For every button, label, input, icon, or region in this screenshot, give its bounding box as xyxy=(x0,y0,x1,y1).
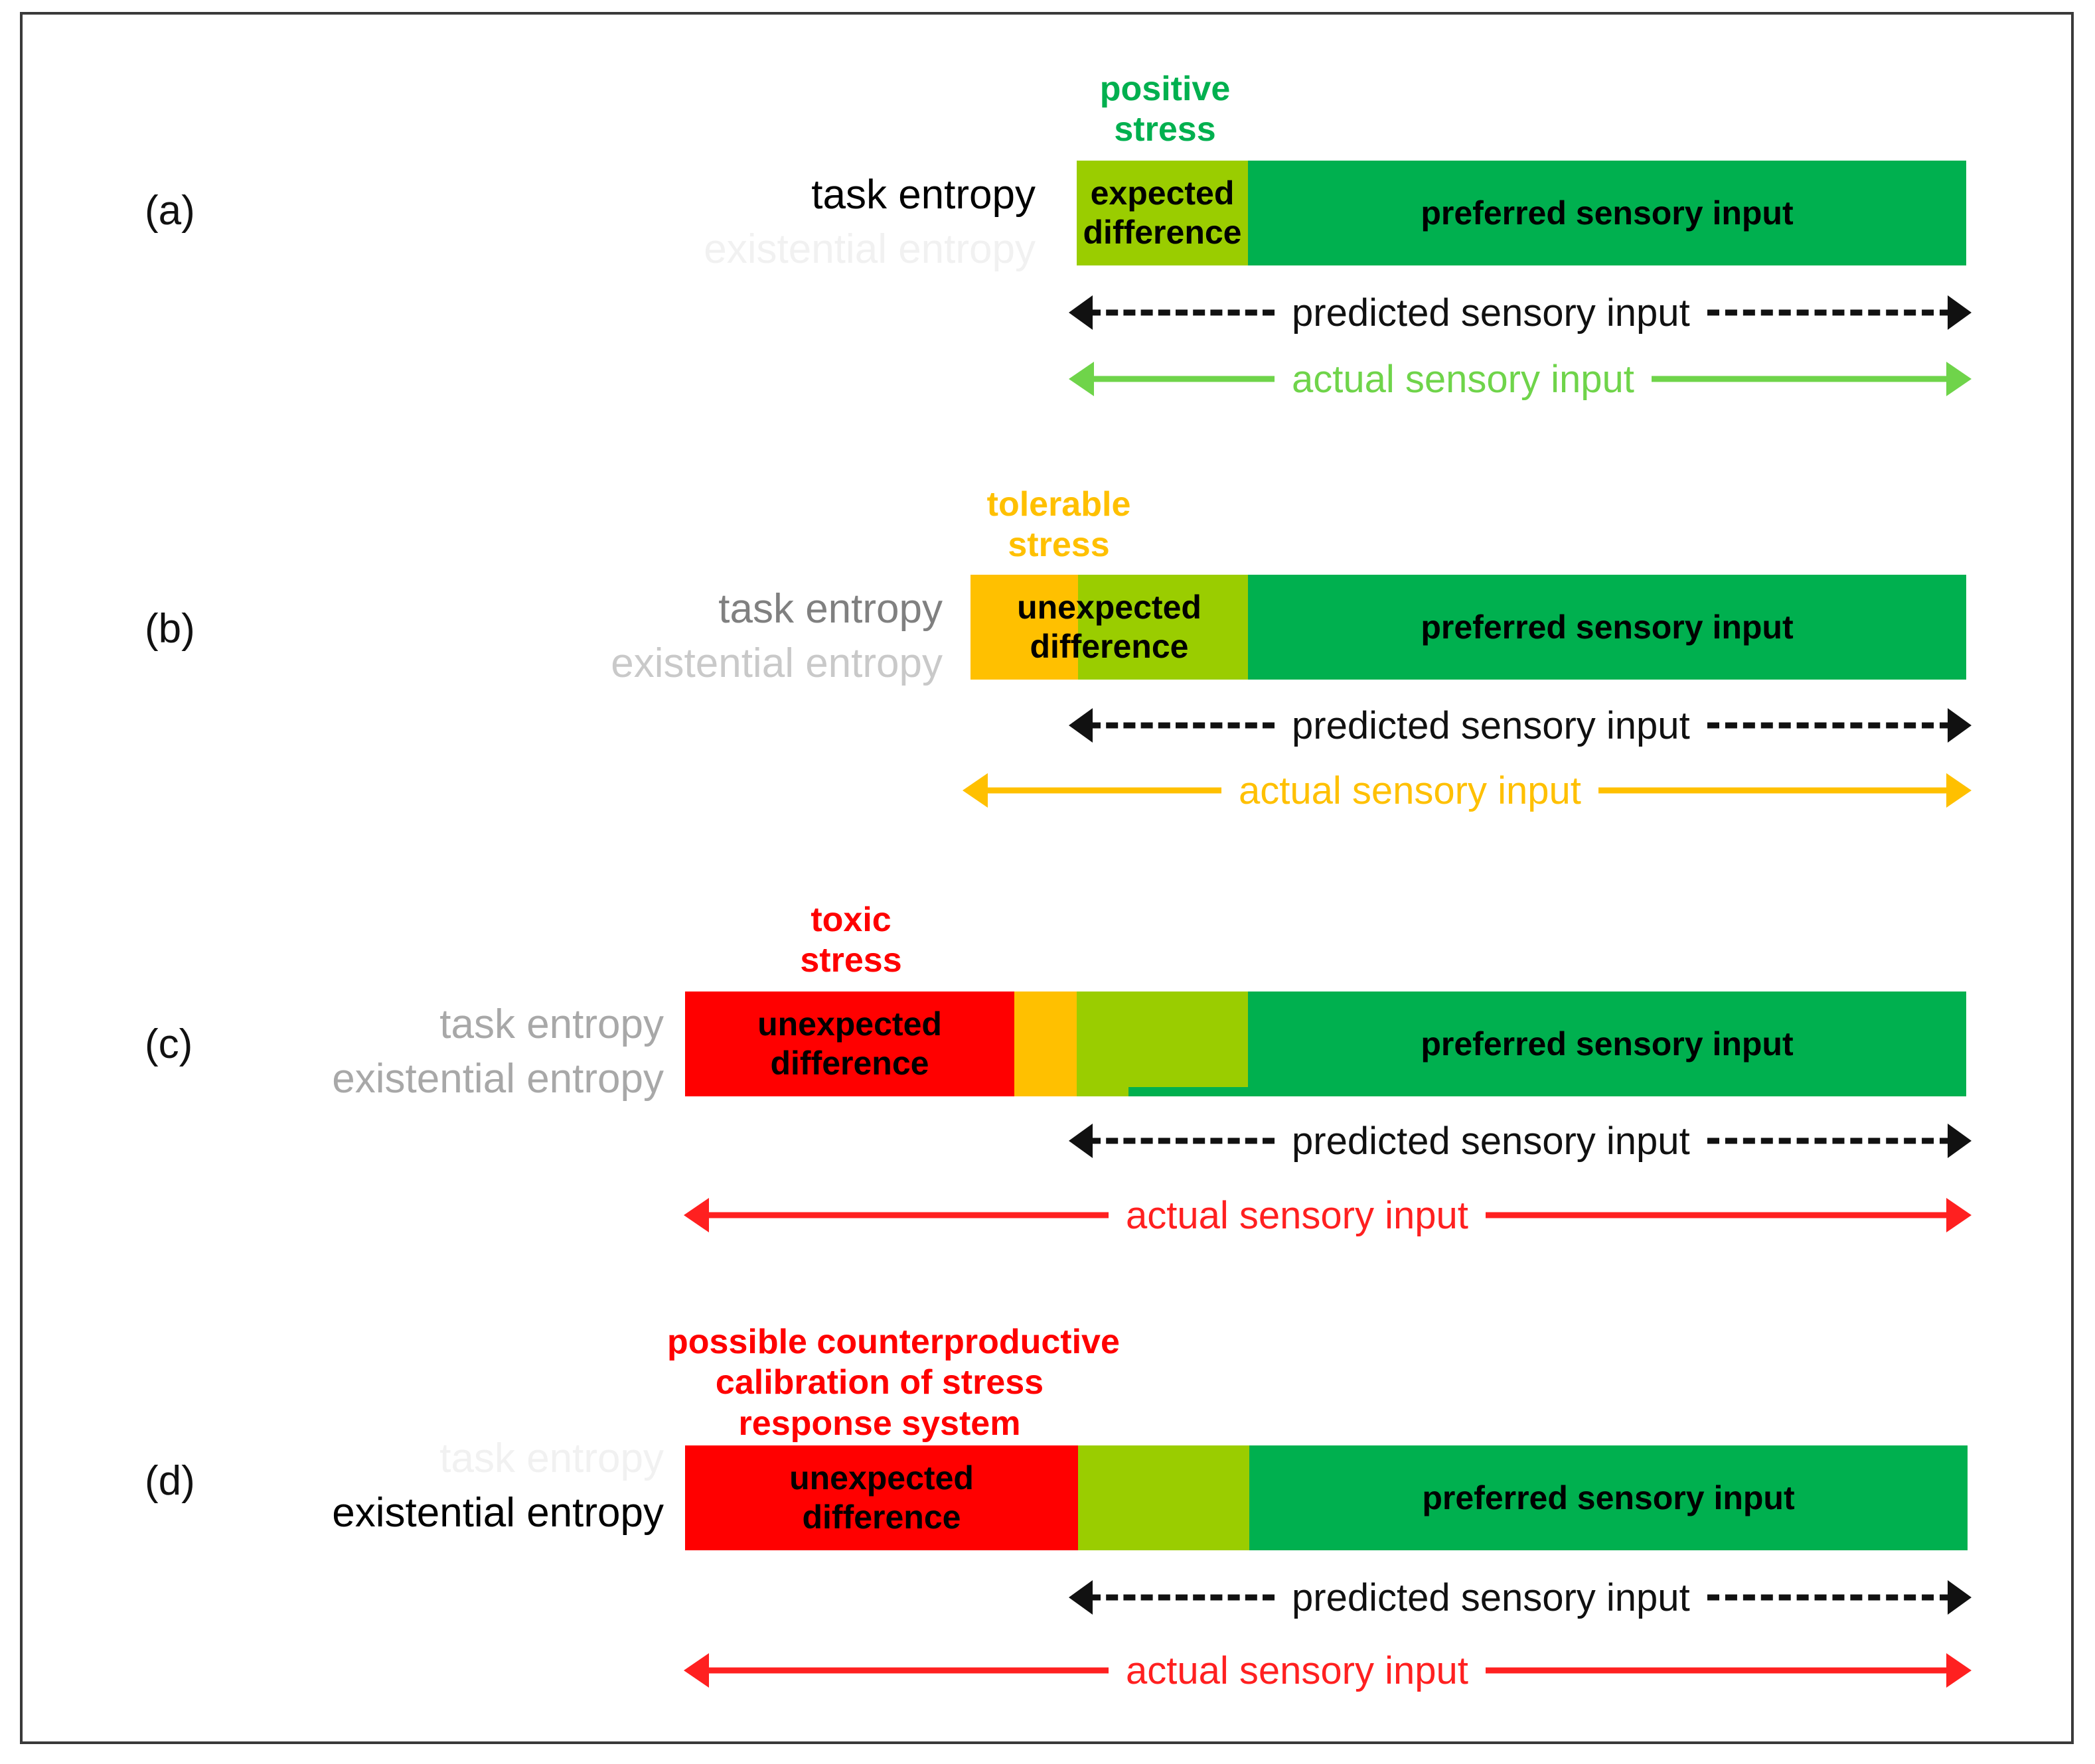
segment-unexpected-difference-b-green xyxy=(1078,575,1248,680)
segment-unexpected-difference-d: unexpected difference xyxy=(685,1445,1078,1550)
arrow-head-left-icon xyxy=(684,1642,1109,1699)
arrow-head-right-icon xyxy=(1485,1187,1972,1244)
arrow-head-right-icon xyxy=(1707,1112,1972,1169)
bar-d: unexpected difference preferred sensory … xyxy=(685,1445,1968,1550)
segment-label-line-2: difference xyxy=(770,1045,929,1082)
actual-sensory-input-arrow-d: actual sensory input xyxy=(684,1642,1972,1699)
segment-unexpected-difference-c: unexpected difference xyxy=(685,992,1014,1096)
segment-label-line-1: unexpected xyxy=(789,1459,974,1497)
arrow-head-left-icon xyxy=(684,1187,1109,1244)
arrow-head-right-icon xyxy=(1598,762,1972,819)
task-entropy-label-b: task entropy xyxy=(718,586,943,632)
task-entropy-label-a: task entropy xyxy=(811,172,1036,218)
arrow-head-left-icon xyxy=(1069,1112,1275,1169)
arrow-head-left-icon xyxy=(1069,1569,1275,1626)
arrow-head-left-icon xyxy=(963,762,1221,819)
predicted-arrow-label-d: predicted sensory input xyxy=(1292,1576,1690,1619)
panel-letter-d: (d) xyxy=(145,1458,195,1504)
stress-note-line-1: toxic xyxy=(811,901,892,939)
segment-label-line-1: expected xyxy=(1090,175,1235,212)
existential-entropy-label-b: existential entropy xyxy=(611,640,943,686)
actual-sensory-input-arrow-a: actual sensory input xyxy=(1069,350,1972,407)
stress-note-c: toxic stress xyxy=(718,900,984,982)
task-entropy-label-d: task entropy xyxy=(439,1435,664,1481)
predicted-arrow-label-b: predicted sensory input xyxy=(1292,703,1690,747)
stress-note-line-1: tolerable xyxy=(986,485,1131,524)
arrow-head-right-icon xyxy=(1651,350,1972,407)
segment-label-line-1: preferred sensory input xyxy=(1422,1479,1795,1516)
stress-note-b: tolerable stress xyxy=(926,484,1192,566)
predicted-sensory-input-arrow-b: predicted sensory input xyxy=(1069,697,1972,754)
predicted-sensory-input-arrow-a: predicted sensory input xyxy=(1069,284,1972,341)
segment-expected-c xyxy=(1077,992,1248,1096)
existential-entropy-label-d: existential entropy xyxy=(332,1490,664,1536)
stress-note-line-2: calibration of stress xyxy=(715,1363,1044,1402)
predicted-arrow-label-a: predicted sensory input xyxy=(1292,291,1690,334)
arrow-head-right-icon xyxy=(1707,697,1972,754)
segment-label-line-1: preferred sensory input xyxy=(1421,608,1794,646)
bar-c: unexpected difference preferred sensory … xyxy=(685,992,1966,1096)
predicted-arrow-label-c: predicted sensory input xyxy=(1292,1119,1690,1163)
bar-a: expected difference preferred sensory in… xyxy=(1077,161,1966,265)
panel-letter-a: (a) xyxy=(145,188,195,234)
actual-arrow-label-b: actual sensory input xyxy=(1239,769,1581,812)
segment-label-line-1: preferred sensory input xyxy=(1421,1025,1794,1063)
task-entropy-label-c: task entropy xyxy=(439,1001,664,1047)
segment-label-line-2: difference xyxy=(802,1499,961,1536)
segment-preferred-sensory-input-a: preferred sensory input xyxy=(1248,161,1966,265)
arrow-head-left-icon xyxy=(1069,350,1275,407)
arrow-head-left-icon xyxy=(1069,284,1275,341)
stress-note-line-1: possible counterproductive xyxy=(667,1323,1120,1361)
existential-entropy-label-a: existential entropy xyxy=(704,226,1036,272)
segment-unexpected-difference-b-orange xyxy=(970,575,1078,680)
panel-letter-c: (c) xyxy=(145,1021,193,1067)
segment-label-line-1: unexpected xyxy=(757,1005,942,1043)
bar-c-green-underlay xyxy=(1128,1087,1966,1096)
stress-note-d: possible counterproductive calibration o… xyxy=(667,1322,1120,1444)
actual-arrow-label-c: actual sensory input xyxy=(1126,1193,1468,1237)
segment-tolerable-c xyxy=(1014,992,1077,1096)
segment-label-line-1: preferred sensory input xyxy=(1421,194,1794,232)
arrow-head-right-icon xyxy=(1707,284,1972,341)
actual-arrow-label-d: actual sensory input xyxy=(1126,1649,1468,1692)
arrow-head-right-icon xyxy=(1485,1642,1972,1699)
segment-expected-d xyxy=(1078,1445,1249,1550)
stress-note-line-2: stress xyxy=(1114,110,1216,149)
bar-b: preferred sensory input unexpected diffe… xyxy=(970,575,1966,680)
segment-label-line-2: difference xyxy=(1083,214,1242,251)
stress-note-line-3: response system xyxy=(738,1404,1021,1443)
arrow-head-right-icon xyxy=(1707,1569,1972,1626)
segment-preferred-sensory-input-d: preferred sensory input xyxy=(1249,1445,1968,1550)
panel-letter-b: (b) xyxy=(145,606,195,652)
segment-expected-difference-a: expected difference xyxy=(1077,161,1248,265)
actual-sensory-input-arrow-b: actual sensory input xyxy=(963,762,1972,819)
actual-sensory-input-arrow-c: actual sensory input xyxy=(684,1187,1972,1244)
existential-entropy-label-c: existential entropy xyxy=(332,1056,664,1102)
arrow-head-left-icon xyxy=(1069,697,1275,754)
predicted-sensory-input-arrow-d: predicted sensory input xyxy=(1069,1569,1972,1626)
stress-note-line-2: stress xyxy=(1008,526,1110,565)
predicted-sensory-input-arrow-c: predicted sensory input xyxy=(1069,1112,1972,1169)
stress-note-line-1: positive xyxy=(1099,70,1231,108)
actual-arrow-label-a: actual sensory input xyxy=(1292,357,1634,401)
stress-note-line-2: stress xyxy=(800,941,902,980)
segment-preferred-sensory-input-b: preferred sensory input xyxy=(1248,575,1966,680)
segment-preferred-sensory-input-c: preferred sensory input xyxy=(1248,992,1966,1096)
stress-note-a: positive stress xyxy=(1032,69,1298,151)
